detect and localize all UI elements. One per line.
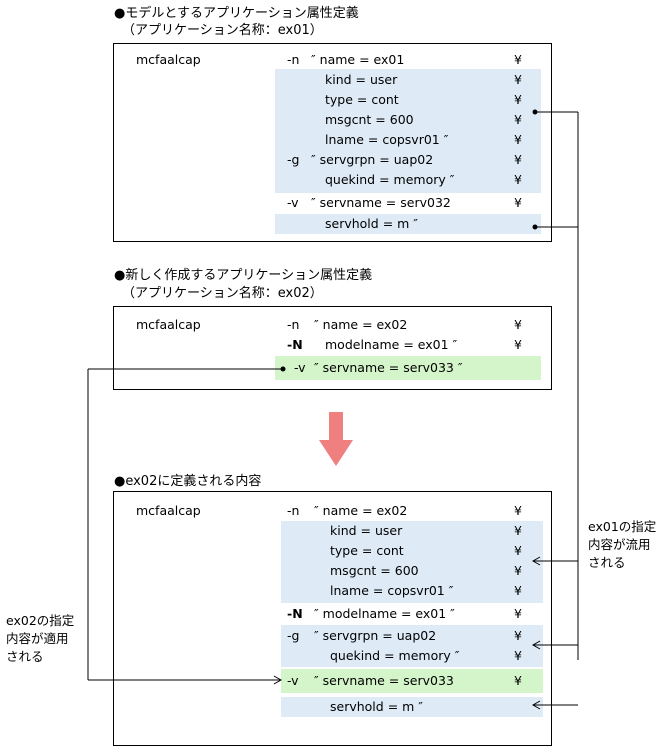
down-arrow-icon — [319, 412, 353, 466]
model-command: mcfaalcap — [136, 52, 201, 67]
arrowhead-result-inherited-icon — [531, 556, 541, 566]
result-line-name: ″ name = ex02 — [314, 503, 408, 518]
note-ex01-line1: ex01の指定 — [588, 519, 657, 534]
model-line-servgrpn: ″ servgrpn = uap02 — [311, 152, 434, 167]
model-line-servhold: servhold = m ″ — [325, 216, 418, 231]
new-heading: ●新しく作成するアプリケーション属性定義 — [114, 268, 373, 283]
result-line-modelname: ″ modelname = ex01 ″ — [314, 606, 455, 621]
model-yen-3: ¥ — [514, 112, 522, 127]
result-definition-box: mcfaalcap -n ″ name = ex02 ¥ kind = user… — [113, 491, 552, 746]
model-opt-v: -v — [287, 195, 299, 210]
result-yen-0: ¥ — [514, 503, 522, 518]
result-opt-N: -N — [287, 606, 303, 621]
new-command: mcfaalcap — [136, 317, 201, 332]
result-yen-6: ¥ — [514, 628, 522, 643]
model-line-kind: kind = user — [325, 72, 398, 87]
result-line-quekind: quekind = memory ″ — [330, 648, 460, 663]
result-highlight-servhold — [281, 697, 543, 717]
arrowhead-result-servhold-icon — [531, 700, 541, 710]
new-subheading: （アプリケーション名称：ex02） — [122, 286, 323, 301]
model-yen-5: ¥ — [514, 152, 522, 167]
model-yen-0: ¥ — [514, 52, 522, 67]
note-ex02-line1: ex02の指定 — [6, 613, 75, 628]
new-yen-0: ¥ — [514, 317, 522, 332]
result-yen-8: ¥ — [514, 673, 522, 688]
model-opt-g: -g — [287, 152, 300, 167]
new-line-servname: ″ servname = serv033 ″ — [314, 360, 463, 375]
result-opt-v: -v — [287, 673, 299, 688]
new-highlight-servname — [275, 356, 541, 380]
model-line-quekind: quekind = memory ″ — [325, 172, 455, 187]
result-yen-7: ¥ — [514, 648, 522, 663]
result-line-lname: lname = copsvr01 ″ — [330, 583, 454, 598]
result-command: mcfaalcap — [136, 503, 201, 518]
model-line-lname: lname = copsvr01 ″ — [325, 132, 449, 147]
result-line-servhold: servhold = m ″ — [330, 699, 423, 714]
new-servname-dot — [280, 366, 286, 372]
note-ex01-line2: 内容が流用 — [588, 537, 651, 552]
model-subheading: （アプリケーション名称：ex01） — [122, 23, 323, 38]
new-opt-N: -N — [287, 337, 303, 352]
result-line-msgcnt: msgcnt = 600 — [330, 563, 419, 578]
result-line-servname: ″ servname = serv033 — [314, 673, 454, 688]
new-line-modelname: modelname = ex01 ″ — [325, 337, 458, 352]
model-inherited-dot — [532, 109, 538, 115]
new-yen-1: ¥ — [514, 337, 522, 352]
note-ex01-line3: される — [588, 555, 626, 570]
model-highlight-servhold — [275, 214, 541, 234]
model-servhold-dot — [532, 224, 538, 230]
arrowhead-result-servname-icon — [273, 675, 283, 685]
result-opt-n: -n — [287, 503, 300, 518]
new-line-name: ″ name = ex02 — [314, 317, 408, 332]
result-yen-4: ¥ — [514, 583, 522, 598]
result-line-kind: kind = user — [330, 523, 403, 538]
note-ex02-line3: される — [6, 649, 44, 664]
new-definition-box: mcfaalcap -n ″ name = ex02 ¥ -N modelnam… — [113, 306, 552, 390]
model-yen-4: ¥ — [514, 132, 522, 147]
model-yen-6: ¥ — [514, 172, 522, 187]
arrowhead-result-servgrp-icon — [531, 640, 541, 650]
model-line-name: ″ name = ex01 — [311, 52, 405, 67]
model-yen-7: ¥ — [514, 195, 522, 210]
result-highlight-servgrp — [281, 625, 543, 667]
model-highlight-inherited — [275, 69, 541, 193]
new-opt-n: -n — [287, 317, 300, 332]
model-line-msgcnt: msgcnt = 600 — [325, 112, 414, 127]
result-line-type: type = cont — [330, 543, 404, 558]
note-ex02-line2: 内容が適用 — [6, 631, 69, 646]
result-highlight-inherited — [281, 521, 543, 603]
model-line-servname: ″ servname = serv032 — [311, 195, 451, 210]
model-yen-2: ¥ — [514, 92, 522, 107]
result-yen-2: ¥ — [514, 543, 522, 558]
model-heading: ●モデルとするアプリケーション属性定義 — [114, 6, 359, 21]
result-opt-g: -g — [287, 628, 300, 643]
result-yen-5: ¥ — [514, 606, 522, 621]
model-opt-n: -n — [287, 52, 300, 67]
model-definition-box: mcfaalcap -n ″ name = ex01 ¥ kind = user… — [113, 43, 552, 242]
result-yen-1: ¥ — [514, 523, 522, 538]
result-heading: ●ex02に定義される内容 — [114, 474, 262, 489]
model-yen-1: ¥ — [514, 72, 522, 87]
result-line-servgrpn: ″ servgrpn = uap02 — [314, 628, 437, 643]
model-line-type: type = cont — [325, 92, 399, 107]
result-yen-3: ¥ — [514, 563, 522, 578]
result-highlight-servname — [281, 669, 543, 693]
new-opt-v: -v — [294, 360, 306, 375]
